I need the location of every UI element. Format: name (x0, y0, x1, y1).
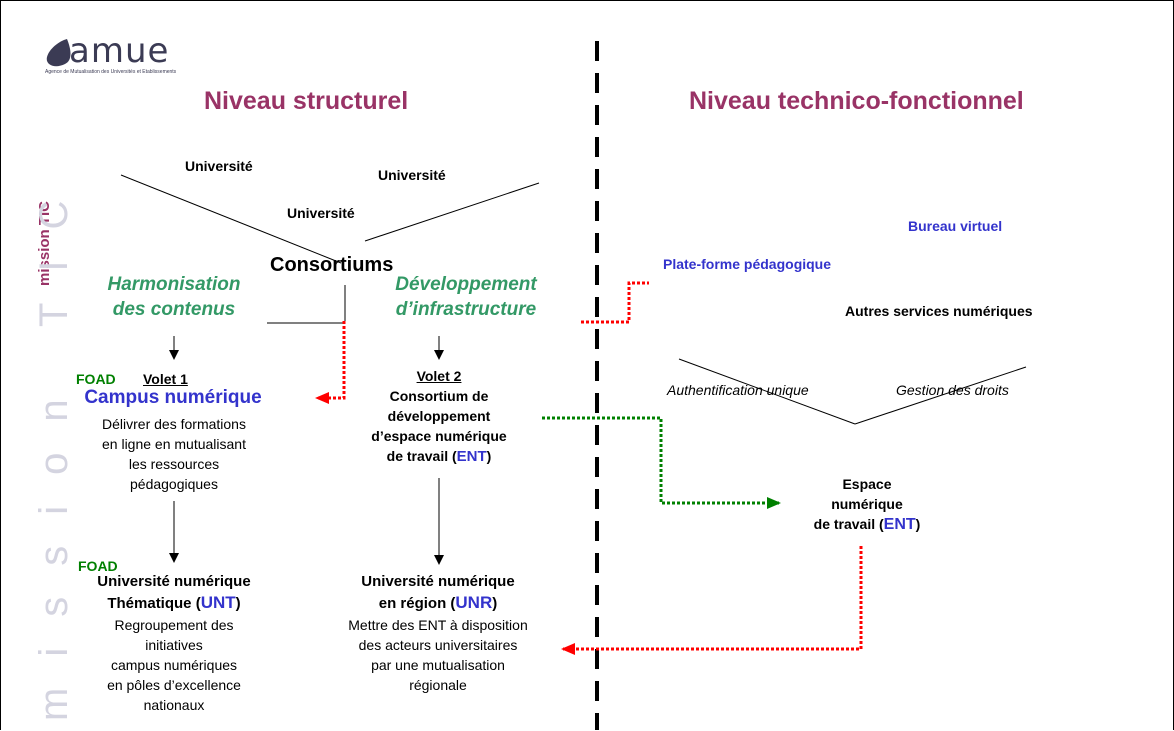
volet2-block: Volet 2 Consortium de développement d’es… (339, 366, 539, 467)
gestion-droits: Gestion des droits (896, 382, 1009, 398)
green-arrow-volet2-ent (542, 416, 781, 509)
red-arrow-ent-unr (561, 546, 863, 655)
volet1-label: Volet 1 (143, 371, 188, 387)
university-line-left (120, 174, 342, 264)
unt-title: Université numérique Thématique (UNT) (97, 573, 251, 612)
volet1-foad: FOAD (76, 371, 116, 387)
unt-foad: FOAD (78, 558, 118, 574)
logo-text: amue (69, 31, 170, 71)
campus-numerique-title: Campus numérique (84, 387, 262, 408)
unr-title: Université numérique en région (UNR) (361, 573, 515, 612)
university-3: Université (287, 205, 355, 221)
university-2: Université (378, 167, 446, 183)
authentification-unique: Authentification unique (667, 382, 809, 398)
heading-niveau-technico: Niveau technico-fonctionnel (689, 87, 1024, 115)
logo-drop-icon (46, 39, 71, 67)
university-line-right (364, 182, 540, 242)
heading-niveau-structurel: Niveau structurel (204, 87, 409, 115)
consortium-label: Consortiums (270, 254, 394, 276)
ent-block: Espace numérique de travail (ENT) (813, 476, 921, 533)
auth-line-left (678, 358, 856, 425)
red-line-plateforme (581, 281, 649, 324)
autres-services: Autres services numériques (845, 303, 1033, 319)
university-1: Université (185, 158, 253, 174)
bureau-virtuel: Bureau virtuel (908, 218, 1003, 234)
red-arrow-consortium-campus (315, 321, 346, 404)
volet2-label: Volet 2 (416, 368, 462, 384)
auth-line-right (854, 366, 1027, 425)
plateforme-pedagogique: Plate-forme pédagogique (663, 256, 832, 272)
logo-tagline: Agence de Mutualisation des Universités … (45, 69, 177, 75)
